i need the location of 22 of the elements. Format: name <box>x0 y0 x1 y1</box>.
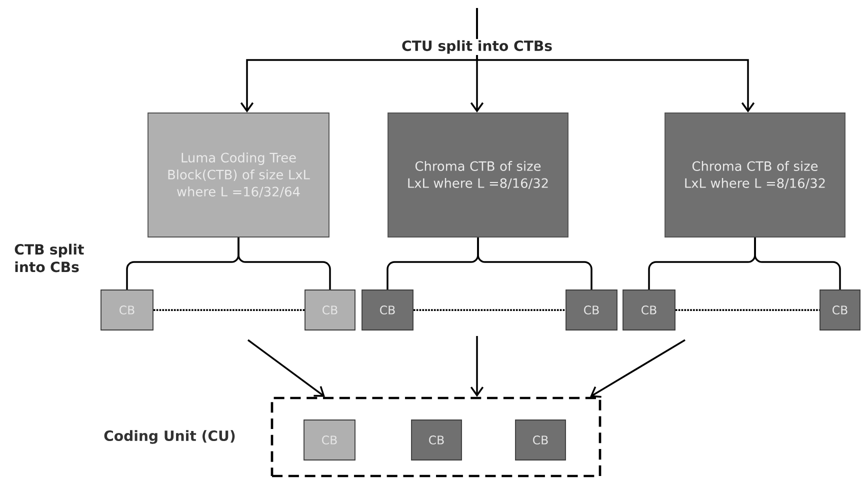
heading: CTB split into CBs <box>14 244 84 272</box>
dotted-line <box>153 309 305 311</box>
block-box: Chroma CTB of size LxL where L =8/16/32 <box>388 112 568 238</box>
arrow <box>470 336 484 397</box>
cb-box: CB <box>566 290 618 330</box>
cb-box: CB <box>820 290 860 330</box>
cb-box: CB <box>515 420 566 460</box>
arrow <box>247 339 325 397</box>
arrow <box>590 339 686 398</box>
brace-line <box>754 237 841 290</box>
brace-line <box>477 237 592 290</box>
cb-box: CB <box>411 420 462 460</box>
block-box: Luma Coding Tree Block(CTB) of size LxL where L =16/32/64 <box>148 112 330 238</box>
dotted-line <box>675 309 820 311</box>
block-box: Chroma CTB of size LxL where L =8/16/32 <box>664 112 846 238</box>
node-label: Coding Unit (CU) <box>104 430 235 444</box>
cb-box: CB <box>622 290 676 330</box>
heading: CTU split into CTBs <box>400 39 554 55</box>
dotted-line <box>413 309 566 311</box>
brace-line <box>238 237 331 290</box>
cb-box: CB <box>362 290 414 330</box>
arrow <box>476 8 755 113</box>
